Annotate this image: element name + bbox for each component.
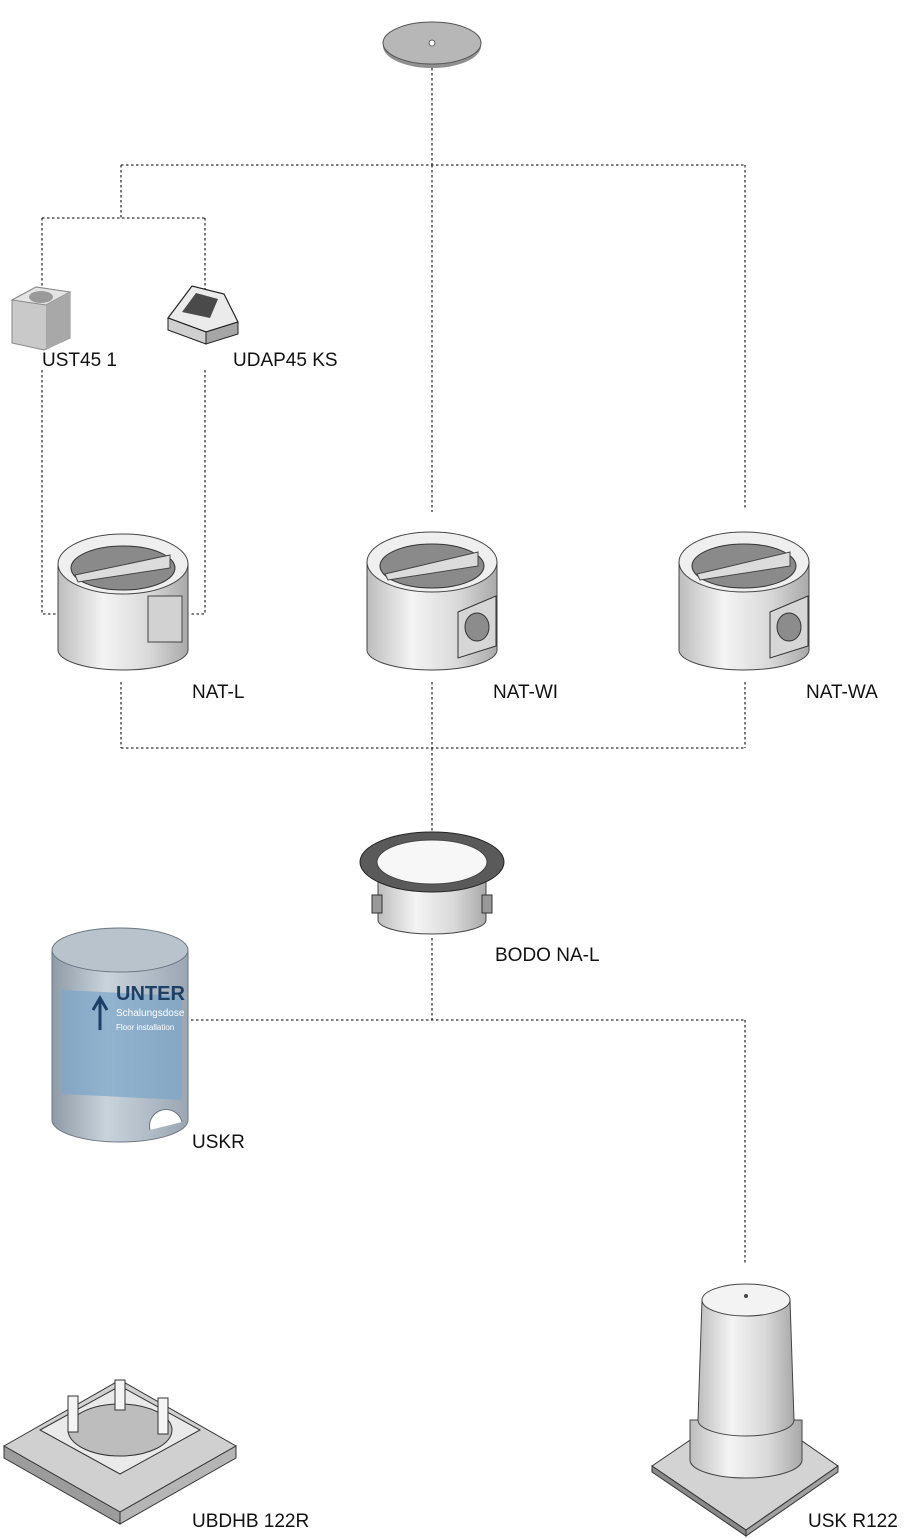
- nat-wi-box-icon: [366, 531, 498, 671]
- connector-udap45: [190, 218, 206, 615]
- bodo-na-l-frame-icon: [359, 831, 505, 935]
- label-nat-l: NAT-L: [192, 682, 245, 703]
- label-ubdhb-122r: UBDHB 122R: [192, 1511, 310, 1532]
- cover-plate-icon: [382, 21, 482, 68]
- usk-r122-formwork-icon: [651, 1283, 839, 1537]
- label-nat-wa: NAT-WA: [806, 682, 878, 703]
- label-udap45: UDAP45 KS: [233, 350, 338, 371]
- nat-wa-box-icon: [678, 531, 810, 671]
- label-nat-wi: NAT-WI: [493, 682, 559, 703]
- label-bodo-na-l: BODO NA-L: [495, 945, 600, 966]
- uskr-formwork-icon: UNTER Schalungsdose Floor installation: [51, 927, 189, 1143]
- label-usk-r122: USK R122: [808, 1511, 898, 1532]
- uskr-print-title: UNTER: [116, 983, 185, 1005]
- uskr-print-sub2: Floor installation: [116, 1023, 174, 1032]
- label-uskr: USKR: [192, 1132, 245, 1153]
- nat-l-box-icon: [57, 533, 189, 671]
- label-ust45: UST45 1: [42, 350, 117, 371]
- udap45-adapter-icon: [167, 285, 239, 345]
- uskr-print-sub: Schalungsdose: [116, 1008, 185, 1019]
- ubdhb-122r-box-icon: [2, 1379, 238, 1525]
- ust45-socket-icon: [10, 286, 72, 351]
- connector-ust45: [41, 218, 60, 615]
